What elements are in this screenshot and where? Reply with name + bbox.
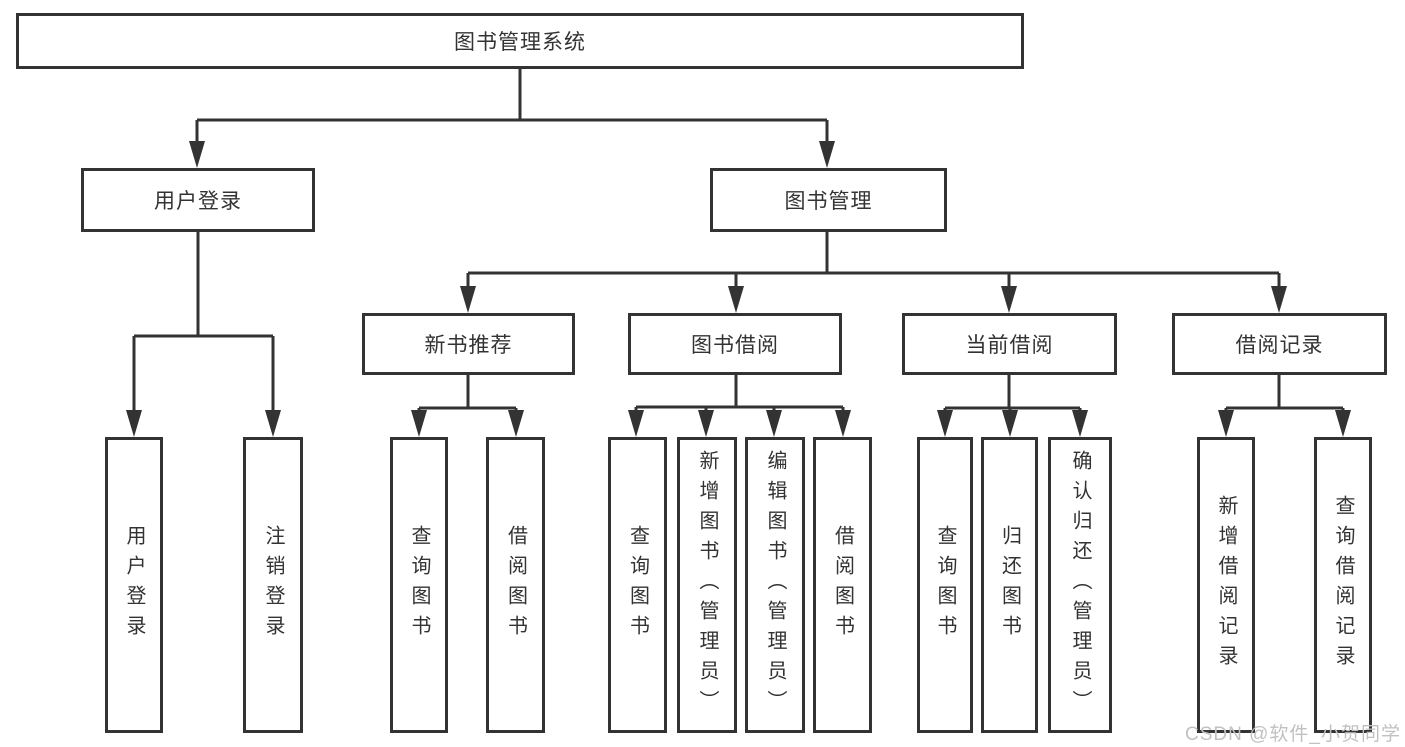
leaf-add-borrow-record: 新增借阅记录	[1197, 437, 1255, 733]
arrowhead-icons	[126, 141, 1351, 437]
leaf-query-books-current: 查询图书	[917, 437, 973, 733]
leaf-query-books-recommend: 查询图书	[390, 437, 448, 733]
node-new-book-recommend: 新书推荐	[362, 313, 575, 375]
leaf-add-book-admin: 新增图书（管理员）	[677, 437, 737, 733]
node-borrowing-records: 借阅记录	[1172, 313, 1387, 375]
leaf-query-books-borrow: 查询图书	[608, 437, 667, 733]
leaf-confirm-return-admin: 确认归还（管理员）	[1048, 437, 1112, 733]
leaf-edit-book-admin: 编辑图书（管理员）	[745, 437, 805, 733]
leaf-borrow-books: 借阅图书	[813, 437, 872, 733]
leaf-return-book: 归还图书	[981, 437, 1038, 733]
leaf-borrow-books-recommend: 借阅图书	[486, 437, 545, 733]
node-root-system: 图书管理系统	[16, 13, 1024, 69]
csdn-watermark: CSDN @软件_小贺同学	[1185, 724, 1401, 745]
node-book-borrowing: 图书借阅	[628, 313, 842, 375]
node-current-borrowing: 当前借阅	[902, 313, 1117, 375]
leaf-query-borrow-record: 查询借阅记录	[1314, 437, 1372, 733]
leaf-user-login: 用户登录	[105, 437, 163, 733]
connector-stems	[132, 69, 1345, 421]
node-book-management: 图书管理	[710, 168, 947, 232]
leaf-logout: 注销登录	[243, 437, 303, 733]
node-user-login: 用户登录	[81, 168, 315, 232]
